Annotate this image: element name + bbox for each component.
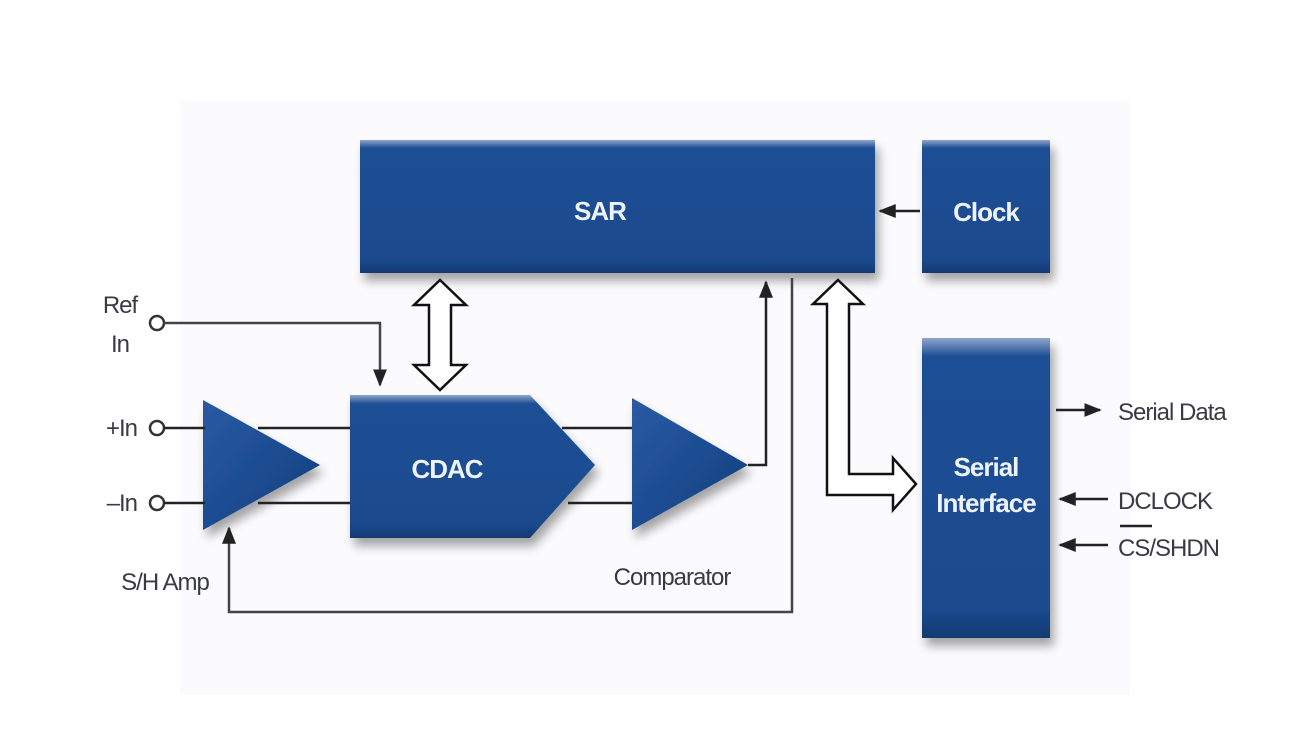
minus-in-pin[interactable] [148,494,166,512]
ref-in-wire [164,321,387,387]
sar-label: SAR [574,196,627,226]
serial-interface-label-line2: Interface [936,488,1036,518]
cdac-block[interactable] [350,395,595,538]
cs-shdn-label: CS/SHDN [1118,535,1219,562]
minus-in-label: –In [107,490,137,517]
sar-cdac-bus-arrow [410,278,470,392]
sar-block[interactable] [360,140,875,273]
plus-in-label: +In [106,415,137,442]
ref-in-label-line2: In [111,331,129,358]
ref-in-label-line1: Ref [103,292,139,319]
clock-block[interactable] [922,140,1050,273]
shdn-text: /SHDN [1149,535,1219,562]
serial-data-label: Serial Data [1118,399,1227,426]
serial-interface-label-line1: Serial [954,452,1019,482]
plus-in-pin[interactable] [148,419,166,437]
cdac-label: CDAC [411,454,483,484]
comparator-label: Comparator [614,564,732,591]
dclock-label: DCLOCK [1118,488,1213,515]
comparator-block[interactable] [632,398,748,530]
sh-amp-block[interactable] [203,400,320,530]
ref-in-pin[interactable] [148,314,166,332]
comparator-to-sar-wire [748,280,773,467]
sar-to-sh-control-wire [222,278,794,614]
clock-label: Clock [953,197,1020,227]
serial-interface-block[interactable] [922,338,1050,638]
sh-amp-label: S/H Amp [121,569,209,596]
cs-overbar-text: CS [1118,535,1149,562]
sar-serial-bus-arrow [809,278,918,514]
